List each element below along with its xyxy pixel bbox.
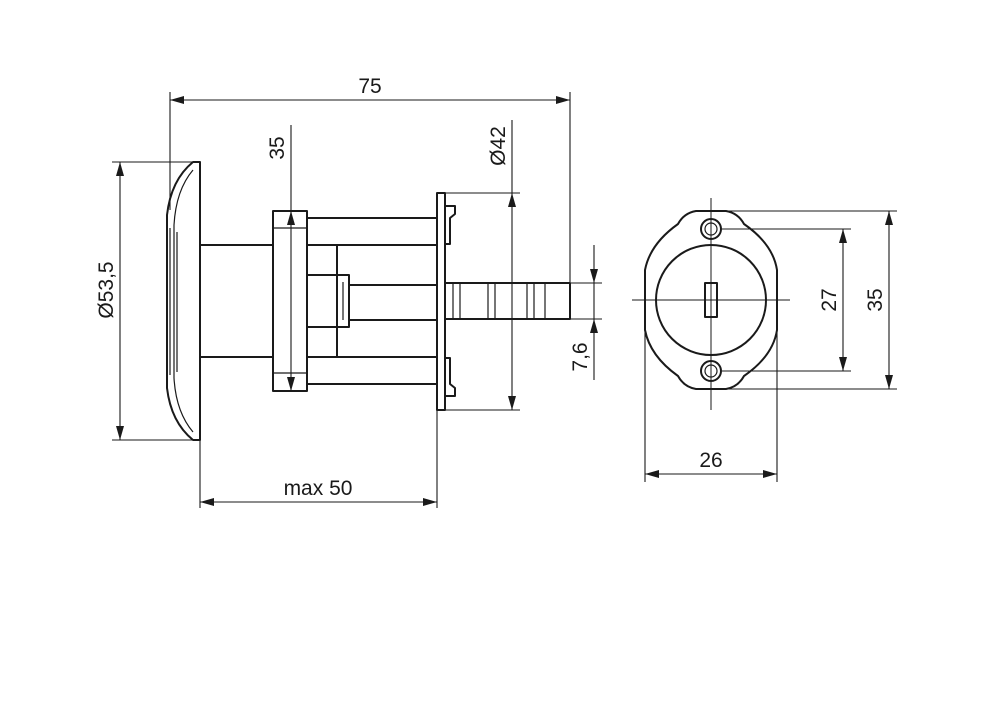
dim-front-width-label: 26 <box>699 449 722 472</box>
dim-front-height-label: 35 <box>864 288 887 311</box>
dim-body-length-label: max 50 <box>284 477 353 500</box>
dim-bracket-height-label: 35 <box>266 136 289 159</box>
cross-bracket <box>272 210 350 392</box>
barrel <box>199 244 274 358</box>
dim-front-height: 35 <box>726 210 897 390</box>
spindle <box>444 282 571 320</box>
dim-collar-diameter: Ø42 <box>445 120 520 411</box>
dim-hole-spacing-label: 27 <box>818 288 841 311</box>
key-slot <box>704 282 718 318</box>
dim-bezel-diameter: Ø53,5 <box>95 161 195 441</box>
cylinder-face <box>655 244 767 356</box>
mounting-holes <box>700 218 722 382</box>
dim-spindle-size: 7,6 <box>569 245 602 380</box>
dim-hole-spacing: 27 <box>722 228 851 372</box>
dim-bezel-diameter-label: Ø53,5 <box>95 261 118 318</box>
dim-collar-diameter-label: Ø42 <box>487 126 510 166</box>
guide-rods <box>306 217 438 385</box>
dim-front-width: 26 <box>644 300 778 482</box>
dim-overall-length: 75 <box>169 75 571 282</box>
dim-overall-length-label: 75 <box>358 75 381 98</box>
bezel-flange <box>166 161 201 441</box>
side-view <box>166 161 571 441</box>
front-view <box>632 198 790 410</box>
dim-body-length: max 50 <box>199 410 438 508</box>
dim-spindle-size-label: 7,6 <box>569 342 592 371</box>
dim-bracket-height: 35 <box>266 125 295 391</box>
